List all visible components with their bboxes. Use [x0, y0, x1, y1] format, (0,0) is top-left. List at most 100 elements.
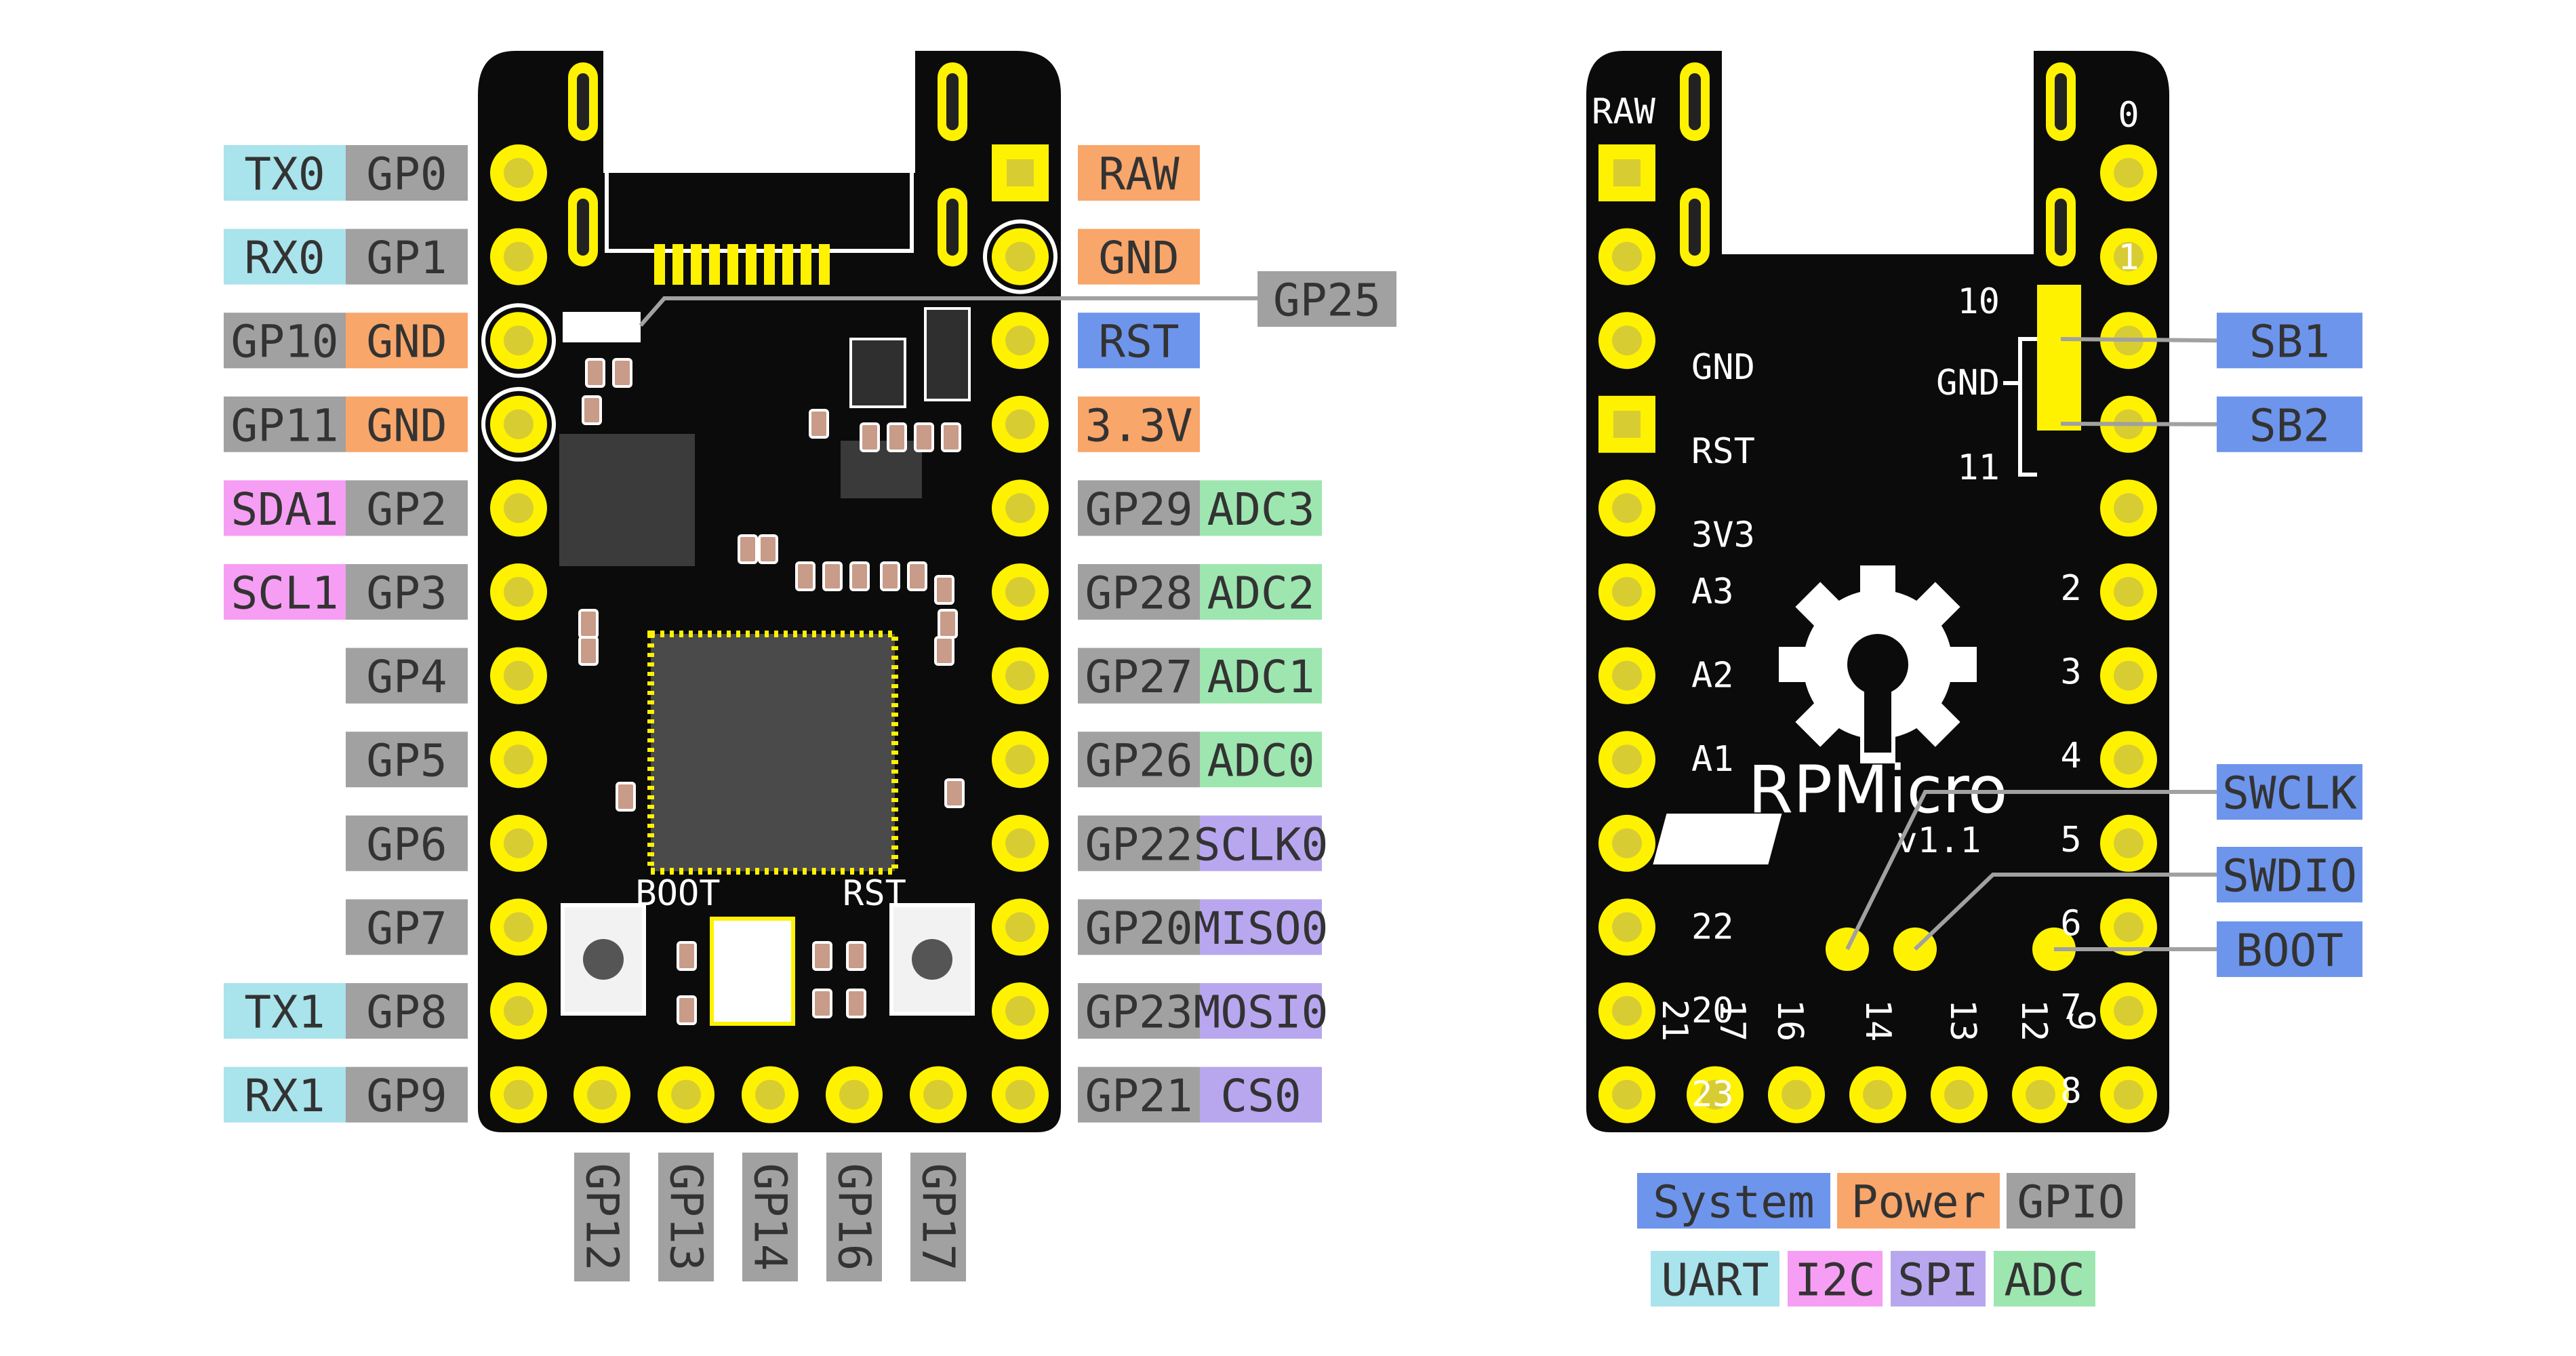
left-pin-label-bg — [346, 732, 468, 788]
passive — [914, 422, 934, 452]
right-pin-label-bg — [1078, 899, 1200, 955]
passive — [758, 534, 778, 564]
left-pin-label-bg — [346, 1066, 468, 1123]
gear-tooth — [1795, 582, 1845, 632]
front-left-pad-hole — [504, 744, 534, 775]
diode — [924, 307, 971, 401]
right-pin-label-text: GND — [1098, 232, 1179, 284]
right-pin-label-text: RAW — [1098, 148, 1179, 201]
right-func-label-bg — [1200, 732, 1322, 788]
legend-item-text: Power — [1851, 1176, 1986, 1229]
left-pin-label: GP7 — [346, 899, 468, 955]
back-left-silk: A1 — [1691, 739, 1734, 780]
gnd-ring — [481, 303, 556, 378]
left-func-label-bg — [224, 480, 346, 536]
back-right-silk: 3 — [2060, 652, 2081, 693]
front-right-pad-hole — [1007, 159, 1034, 186]
front-left-pad-hole — [504, 409, 534, 439]
bottom-pin-label-text: GP16 — [828, 1163, 881, 1271]
right-func-label-bg — [1200, 899, 1322, 955]
silk-boot: BOOT — [635, 873, 720, 914]
right-func-label-text: MOSI0 — [1194, 986, 1329, 1039]
right-func-label-text: ADC0 — [1207, 735, 1315, 787]
left-func-label: SDA1 — [224, 480, 346, 536]
right-func-label-bg — [1200, 815, 1322, 871]
right-pin-label-bg — [1078, 647, 1200, 704]
back-right-silk: 5 — [2060, 820, 2081, 860]
right-func-label: MISO0 — [1194, 899, 1328, 955]
right-func-label-bg — [1200, 480, 1322, 536]
left-pin-label-bg — [346, 396, 468, 452]
back-right-pad-hole — [2114, 577, 2144, 607]
bottom-pin-label-text: GP13 — [660, 1163, 712, 1271]
passive — [612, 358, 632, 388]
mount-slot-hole — [946, 73, 959, 130]
right-pin-label-text: GP20 — [1085, 902, 1193, 955]
left-pin-label-bg — [346, 145, 468, 201]
gear-tooth — [1910, 697, 1960, 747]
back-callout-label: SB2 — [2217, 396, 2362, 452]
front-left-pad-hole — [504, 158, 534, 188]
left-func-label-text: SDA1 — [231, 483, 339, 536]
passive — [849, 561, 870, 591]
front-bottom-pad-hole — [755, 1079, 785, 1110]
back-callout-label-text: SB1 — [2249, 316, 2330, 368]
legend-item-bg — [1637, 1173, 1830, 1229]
gear-tooth — [1860, 565, 1895, 601]
rst-button-cap — [912, 939, 952, 980]
left-pin-label-text: GP4 — [366, 651, 447, 703]
front-left-pad-hole — [504, 996, 534, 1026]
passive — [585, 358, 605, 388]
left-func-label-text: GP11 — [231, 399, 339, 452]
front-right-pad-hole — [1005, 325, 1035, 356]
right-func-label: SCLK0 — [1194, 815, 1328, 871]
left-pin-label-text: GND — [366, 316, 447, 368]
solder-jumper — [2037, 285, 2081, 431]
passive — [738, 534, 758, 564]
front-left-pad-hole — [504, 241, 534, 272]
right-pin-label-text: GP28 — [1085, 567, 1193, 620]
legend-item-text: System — [1653, 1176, 1814, 1229]
jumper-silk: 10 — [1957, 281, 2000, 322]
left-func-label-bg — [224, 145, 346, 201]
back-left-pad-hole — [1613, 159, 1641, 186]
bottom-pin-label-text: GP12 — [576, 1163, 628, 1271]
right-func-label: MOSI0 — [1194, 983, 1329, 1039]
right-pin-label: GP29 — [1078, 480, 1200, 536]
back-left-pad-hole — [1612, 1079, 1642, 1110]
right-pin-label: GND — [1078, 228, 1200, 285]
back-left-pad-hole — [1612, 996, 1642, 1026]
left-func-label-text: TX1 — [244, 986, 325, 1039]
back-callout-label-text: SWDIO — [2222, 850, 2357, 902]
right-pin-label-bg — [1078, 732, 1200, 788]
regulator-chip — [841, 441, 922, 498]
version-text: v1.1 — [1896, 820, 1981, 861]
front-right-pad-hole — [1005, 409, 1035, 439]
left-pin-label-text: GP1 — [366, 232, 447, 284]
flash-chip — [559, 434, 695, 566]
back-right-pad-hole — [2114, 241, 2144, 272]
front-left-pad-hole — [504, 660, 534, 691]
left-pin-label: GP2 — [346, 480, 468, 536]
passive — [907, 561, 927, 591]
bottom-pin-label: GP13 — [658, 1153, 714, 1281]
passive — [578, 609, 599, 639]
bottom-pin-label: GP12 — [574, 1153, 630, 1281]
right-func-label-text: ADC2 — [1207, 567, 1315, 620]
right-func-label: ADC2 — [1200, 564, 1322, 620]
back-callout-label: BOOT — [2217, 921, 2362, 977]
legend-item: SPI — [1891, 1251, 1986, 1307]
left-pin-label: GP6 — [346, 815, 468, 871]
passive — [812, 989, 832, 1018]
front-bottom-pad-hole — [671, 1079, 701, 1110]
right-pin-label-bg — [1078, 983, 1200, 1039]
right-pin-label-bg — [1078, 1066, 1200, 1123]
back-left-pad-hole — [1612, 828, 1642, 858]
right-func-label-bg — [1200, 1066, 1322, 1123]
boot-button-cap — [583, 939, 624, 980]
back-bottom-silk: 16 — [1769, 999, 1810, 1042]
back-left-silk: 23 — [1691, 1075, 1734, 1115]
front-left-pad-hole — [504, 577, 534, 607]
bottom-pin-label-bg — [910, 1153, 966, 1281]
left-pin-label-text: GP0 — [366, 148, 447, 201]
